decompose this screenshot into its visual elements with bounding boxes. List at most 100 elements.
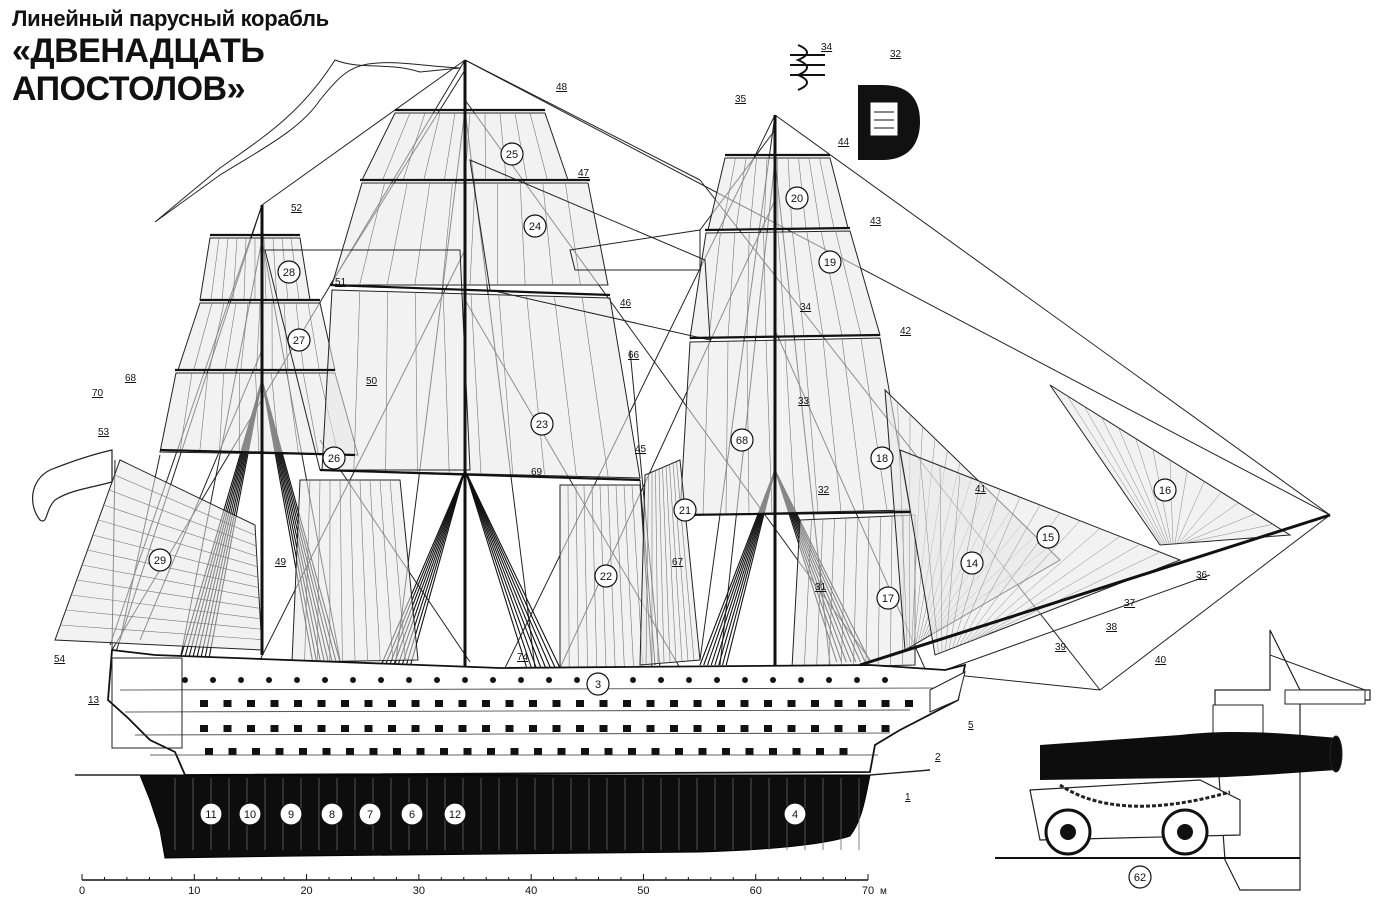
gun-port — [834, 700, 843, 707]
deck-gun — [266, 677, 272, 683]
circled-label: 16 — [1153, 478, 1177, 502]
callout-number: 38 — [1106, 622, 1118, 633]
deck-gun — [574, 677, 580, 683]
masts — [260, 60, 777, 668]
gun-port — [787, 725, 796, 732]
gun-port — [552, 700, 561, 707]
svg-text:11: 11 — [205, 809, 216, 821]
gun-port — [693, 725, 702, 732]
rigging-line — [464, 59, 1331, 516]
gun-port — [322, 748, 331, 755]
circled-label: 21 — [673, 498, 697, 522]
deck-gun — [350, 677, 356, 683]
gun-port — [599, 700, 608, 707]
circled-label: 3 — [586, 672, 610, 696]
callout-number: 42 — [900, 326, 912, 337]
gun-port — [364, 700, 373, 707]
cannon-inset — [995, 629, 1371, 891]
hull-planking-lines — [119, 687, 941, 756]
callout-number: 46 — [620, 298, 632, 309]
svg-text:18: 18 — [876, 453, 888, 465]
deck-gun — [378, 677, 384, 683]
scale-tick-label: 60 — [750, 885, 762, 897]
scale-tick-label: 10 — [188, 885, 200, 897]
staysail — [264, 249, 471, 471]
gun-port — [651, 748, 660, 755]
svg-text:12: 12 — [449, 809, 461, 821]
deck-gun — [546, 677, 552, 683]
svg-text:68: 68 — [736, 435, 748, 447]
gun-port — [557, 748, 566, 755]
gun-port — [416, 748, 425, 755]
circled-label: 26 — [322, 446, 346, 470]
gun-port — [294, 725, 302, 732]
deck-gun — [714, 677, 720, 683]
yard-spar — [329, 283, 611, 297]
shroud-line — [464, 469, 537, 669]
svg-text:28: 28 — [283, 267, 295, 279]
deck-gun — [686, 677, 692, 683]
circled-label: 15 — [1036, 525, 1060, 549]
callout-number: 52 — [291, 203, 303, 214]
circled-label: 11 — [199, 802, 223, 826]
callout-number: 13 — [88, 695, 100, 706]
callout-numbers: 1251331323334353637383940414243444546474… — [54, 42, 1208, 803]
gun-port — [769, 748, 777, 755]
callout-number: 2 — [935, 752, 941, 763]
staysail — [569, 229, 701, 271]
circled-label: 19 — [818, 250, 842, 274]
callout-number: 33 — [798, 396, 810, 407]
shroud-line — [464, 469, 561, 669]
scale-unit: м — [880, 886, 887, 897]
circled-label: 22 — [594, 564, 618, 588]
svg-text:10: 10 — [244, 809, 256, 821]
callout-number: 31 — [815, 582, 827, 593]
gun-port — [552, 725, 561, 732]
planking-line — [119, 687, 941, 691]
gun-port — [675, 748, 683, 755]
callout-number: 48 — [556, 82, 568, 93]
deck-gun — [182, 677, 188, 683]
callout-number: 43 — [870, 216, 882, 227]
gun-port — [388, 700, 396, 707]
diagram-title: Линейный парусный корабль «ДВЕНАДЦАТЬ АП… — [12, 6, 329, 108]
gun-port — [623, 700, 631, 707]
circled-label: 8 — [320, 802, 344, 826]
yard-spar — [159, 448, 356, 457]
shroud-line — [464, 469, 542, 669]
callout-number: 45 — [635, 444, 647, 455]
hull-upper-works — [107, 648, 967, 776]
gun-port — [534, 748, 542, 755]
gun-port — [881, 725, 890, 732]
svg-text:19: 19 — [824, 257, 836, 269]
gun-port — [623, 725, 631, 732]
square-sail — [679, 337, 911, 516]
callout-number: 39 — [1055, 642, 1067, 653]
callout-number: 50 — [366, 376, 378, 387]
gun-port — [252, 748, 260, 755]
circled-label: 20 — [785, 186, 809, 210]
callout-number: 35 — [735, 94, 747, 105]
gun-port — [482, 700, 490, 707]
deck-gun — [238, 677, 244, 683]
svg-text:27: 27 — [293, 335, 305, 347]
deck-gun — [770, 677, 776, 683]
rigging-line — [774, 114, 1331, 516]
shroud-line — [464, 469, 528, 669]
gun-port — [341, 725, 349, 732]
callout-number: 74 — [517, 652, 529, 663]
gun-port — [487, 748, 495, 755]
sails — [54, 112, 1292, 669]
svg-text:17: 17 — [882, 593, 894, 605]
circled-label: 25 — [500, 142, 524, 166]
gun-port — [764, 725, 772, 732]
gun-port — [811, 725, 819, 732]
gun-port — [698, 748, 707, 755]
gun-port — [811, 700, 819, 707]
circled-label: 6 — [400, 802, 424, 826]
water-line — [75, 769, 931, 776]
gun-port — [740, 725, 749, 732]
gun-port — [200, 700, 208, 707]
bowsprit — [859, 513, 1331, 667]
